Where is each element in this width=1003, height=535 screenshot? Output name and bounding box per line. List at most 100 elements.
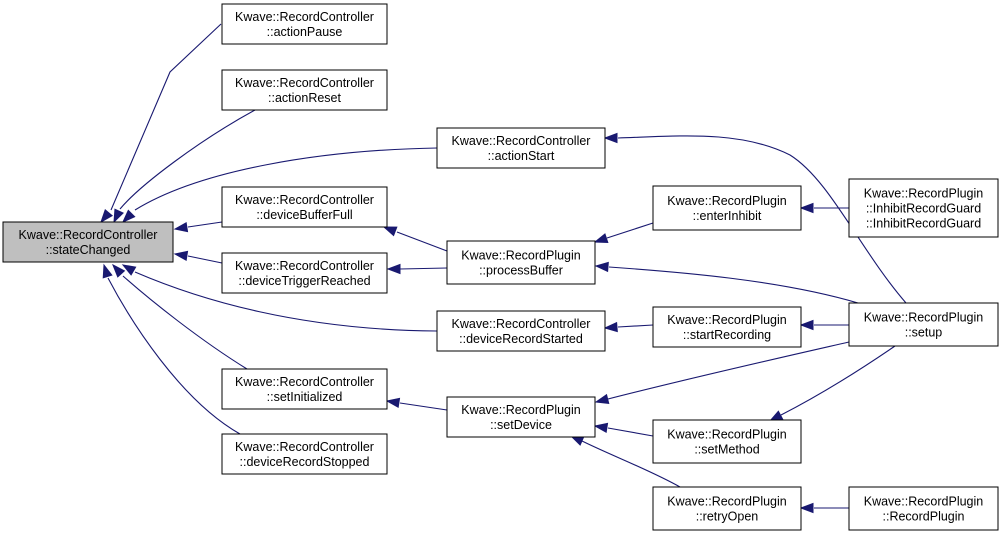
node-label-line1: Kwave::RecordController (452, 317, 591, 331)
edge-line (607, 341, 850, 400)
edge-arrowhead (799, 319, 814, 331)
edge-line (780, 345, 896, 416)
edge-setup-to-setMethod (768, 345, 896, 422)
node-box (848, 486, 999, 531)
node-deviceBufferFull[interactable]: Kwave::RecordController::deviceBufferFul… (221, 186, 388, 228)
edge-line (579, 439, 681, 488)
node-actionPause[interactable]: Kwave::RecordController::actionPause (221, 3, 388, 45)
node-processBuffer[interactable]: Kwave::RecordPlugin::processBuffer (446, 240, 596, 285)
node-label-line1: Kwave::RecordController (235, 259, 374, 273)
node-recordPlugin[interactable]: Kwave::RecordPlugin::RecordPlugin (848, 486, 999, 531)
node-enterInhibit[interactable]: Kwave::RecordPlugin::enterInhibit (652, 185, 802, 231)
node-actionReset[interactable]: Kwave::RecordController::actionReset (221, 69, 388, 111)
edge-line (107, 277, 241, 435)
edges-layer (100, 23, 907, 514)
node-label-line2: ::actionReset (268, 91, 341, 105)
edge-setInitialized-to-stateChanged (112, 263, 248, 370)
edge-setup-to-startRecording (799, 319, 849, 331)
node-label-line2: ::stateChanged (46, 243, 131, 257)
node-setDevice[interactable]: Kwave::RecordPlugin::setDevice (446, 396, 596, 438)
edge-enterInhibit-to-processBuffer (593, 222, 654, 244)
node-box (446, 240, 596, 285)
node-label-line2: ::deviceTriggerReached (238, 274, 370, 288)
edge-recordPlugin-to-retryOpen (799, 502, 849, 514)
edge-arrowhead (112, 263, 126, 278)
node-box (446, 396, 596, 438)
edge-arrowhead (594, 393, 610, 405)
edge-processBuffer-to-deviceBufferFull (382, 226, 448, 252)
node-box (652, 486, 802, 531)
node-label-line1: Kwave::RecordController (235, 193, 374, 207)
edge-arrowhead (102, 263, 113, 279)
edge-line (607, 427, 654, 437)
node-label-line1: Kwave::RecordPlugin (461, 249, 581, 263)
node-label-line2: ::actionStart (488, 149, 555, 163)
node-label-line2: ::setDevice (490, 418, 552, 432)
node-label-line1: Kwave::RecordPlugin (864, 311, 984, 325)
node-label-line1: Kwave::RecordController (19, 228, 158, 242)
node-label-line1: Kwave::RecordPlugin (667, 428, 787, 442)
node-deviceTriggerReached[interactable]: Kwave::RecordController::deviceTriggerRe… (221, 252, 388, 294)
node-box (652, 185, 802, 231)
node-box (436, 310, 606, 352)
node-box (221, 368, 388, 410)
edge-arrowhead (594, 261, 609, 273)
node-box (221, 433, 388, 475)
node-box (221, 252, 388, 294)
node-startRecording[interactable]: Kwave::RecordPlugin::startRecording (652, 306, 802, 348)
edge-deviceRecordStopped-to-stateChanged (102, 263, 241, 435)
node-setup[interactable]: Kwave::RecordPlugin::setup (848, 302, 999, 347)
node-box (848, 178, 999, 238)
edge-setDevice-to-setInitialized (385, 397, 448, 411)
node-label-line2: ::processBuffer (479, 264, 563, 278)
node-label-line1: Kwave::RecordController (235, 375, 374, 389)
node-retryOpen[interactable]: Kwave::RecordPlugin::retryOpen (652, 486, 802, 531)
edge-line (399, 402, 448, 411)
node-label-line1: Kwave::RecordPlugin (667, 313, 787, 327)
edge-arrowhead (386, 263, 401, 275)
edge-arrowhead (799, 502, 814, 514)
edge-arrowhead (603, 321, 618, 333)
edge-line (617, 324, 654, 328)
node-stateChanged[interactable]: Kwave::RecordController::stateChanged (2, 221, 174, 263)
edge-arrowhead (173, 221, 189, 233)
node-actionStart[interactable]: Kwave::RecordController::actionStart (436, 127, 606, 169)
edge-arrowhead (100, 209, 114, 224)
node-label-line1: Kwave::RecordController (235, 76, 374, 90)
edge-line (134, 147, 438, 211)
node-label-line1: Kwave::RecordController (235, 10, 374, 24)
edge-arrowhead (121, 209, 136, 224)
node-inhibitGuard[interactable]: Kwave::RecordPlugin::InhibitRecordGuard:… (848, 178, 999, 238)
edge-line (110, 23, 222, 211)
node-label-line1: Kwave::RecordPlugin (461, 403, 581, 417)
nodes-layer: Kwave::RecordController::stateChangedKwa… (2, 3, 999, 531)
node-label-line1: Kwave::RecordPlugin (667, 194, 787, 208)
node-setMethod[interactable]: Kwave::RecordPlugin::setMethod (652, 419, 802, 464)
node-deviceRecordStopped[interactable]: Kwave::RecordController::deviceRecordSto… (221, 433, 388, 475)
node-box (221, 69, 388, 111)
edge-actionPause-to-stateChanged (100, 23, 222, 224)
node-deviceRecordStarted[interactable]: Kwave::RecordController::deviceRecordSta… (436, 310, 606, 352)
edge-deviceRecordStarted-to-stateChanged (121, 264, 438, 332)
edge-line (122, 275, 248, 370)
edge-processBuffer-to-deviceTriggerReached (386, 263, 448, 275)
edge-arrowhead (113, 208, 124, 224)
edge-line (187, 255, 223, 264)
edge-line (134, 271, 438, 332)
node-label-line2: ::actionPause (267, 25, 343, 39)
node-label-line2: ::startRecording (683, 328, 771, 342)
edge-retryOpen-to-setDevice (569, 435, 681, 488)
node-setInitialized[interactable]: Kwave::RecordController::setInitialized (221, 368, 388, 410)
edge-line (606, 222, 654, 239)
node-box (652, 306, 802, 348)
edge-actionReset-to-stateChanged (113, 109, 256, 224)
edge-line (617, 135, 907, 304)
node-label-line3: ::InhibitRecordGuard (866, 217, 981, 231)
node-box (221, 186, 388, 228)
node-label-line2: ::retryOpen (696, 510, 759, 524)
edge-inhibitGuard-to-enterInhibit (799, 202, 849, 214)
node-label-line1: Kwave::RecordPlugin (864, 495, 984, 509)
edge-setup-to-processBuffer (594, 261, 859, 304)
node-label-line2: ::deviceRecordStarted (459, 332, 583, 346)
